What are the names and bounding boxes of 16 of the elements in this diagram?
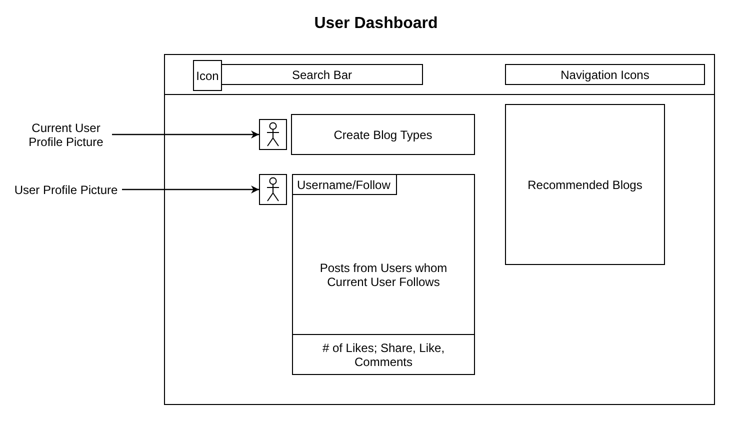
annotation-text: Current User Profile Picture: [14, 120, 118, 150]
icon-slot: Icon: [193, 60, 222, 91]
post-card: [292, 174, 475, 375]
avatar-box: [259, 119, 287, 150]
search-bar: Search Bar: [221, 64, 423, 85]
arrow: [122, 186, 259, 194]
navigation-bar: Navigation Icons: [505, 64, 705, 85]
create-blog-panel: Create Blog Types: [291, 114, 475, 155]
box-label: Posts from Users whom Current User Follows: [318, 260, 448, 288]
avatar-box: [259, 174, 287, 205]
diagram-title: User Dashboard: [313, 15, 439, 33]
recommended-panel: Recommended Blogs: [505, 104, 665, 265]
annotation-text: User Profile Picture: [4, 182, 128, 198]
dashboard-frame: [164, 54, 715, 405]
arrow: [112, 130, 259, 138]
username-box: Username/Follow: [292, 174, 397, 195]
